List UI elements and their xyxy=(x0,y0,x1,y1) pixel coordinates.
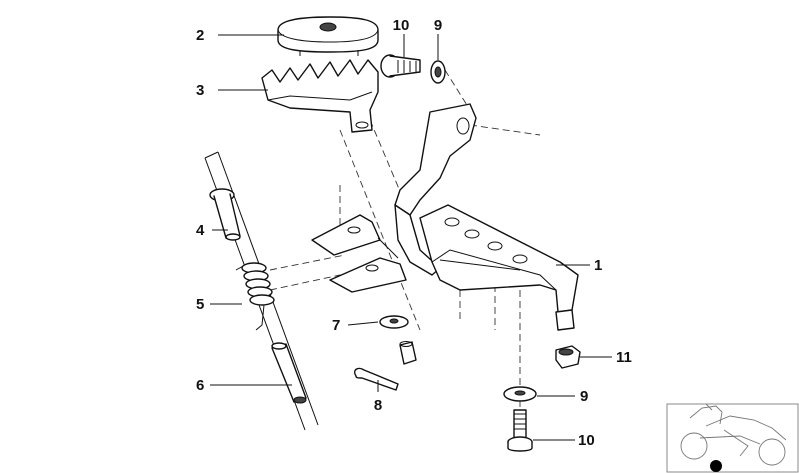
callout-10-bottom: 10 xyxy=(578,432,595,449)
return-spring xyxy=(235,262,275,331)
location-marker-icon xyxy=(710,460,722,472)
small-bushing xyxy=(399,341,417,365)
callout-3: 3 xyxy=(196,82,204,99)
bolt-top xyxy=(380,54,421,78)
washer-bottom xyxy=(503,386,537,402)
callout-leaders xyxy=(210,34,612,441)
callout-7: 7 xyxy=(332,317,340,334)
callout-11: 11 xyxy=(616,349,632,366)
callout-5: 5 xyxy=(196,296,204,313)
footrest-bracket xyxy=(311,103,579,331)
rubber-buffer xyxy=(555,345,581,369)
motorcycle-outline-icon xyxy=(680,403,787,466)
washer-top xyxy=(430,60,446,84)
footrest-rubber-pad xyxy=(277,16,379,56)
callout-9-top: 9 xyxy=(434,17,442,34)
bolt-bottom xyxy=(507,409,533,452)
callout-10-top: 10 xyxy=(393,17,410,34)
footrest-serrated-plate xyxy=(261,59,379,133)
callout-4: 4 xyxy=(196,222,205,239)
pivot-sleeve xyxy=(271,342,307,404)
cotter-pin xyxy=(354,367,399,391)
callout-9-bottom: 9 xyxy=(580,388,588,405)
washer-middle xyxy=(379,315,409,329)
motorcycle-location-inset xyxy=(666,403,799,473)
callout-labels: 2 3 10 9 1 4 5 7 6 8 11 9 10 xyxy=(196,17,632,449)
callout-6: 6 xyxy=(196,377,204,394)
callout-1: 1 xyxy=(594,257,602,274)
assembly-guide-lines xyxy=(269,69,541,420)
pivot-pin xyxy=(209,188,241,241)
callout-8: 8 xyxy=(374,397,382,414)
callout-2: 2 xyxy=(196,27,204,44)
